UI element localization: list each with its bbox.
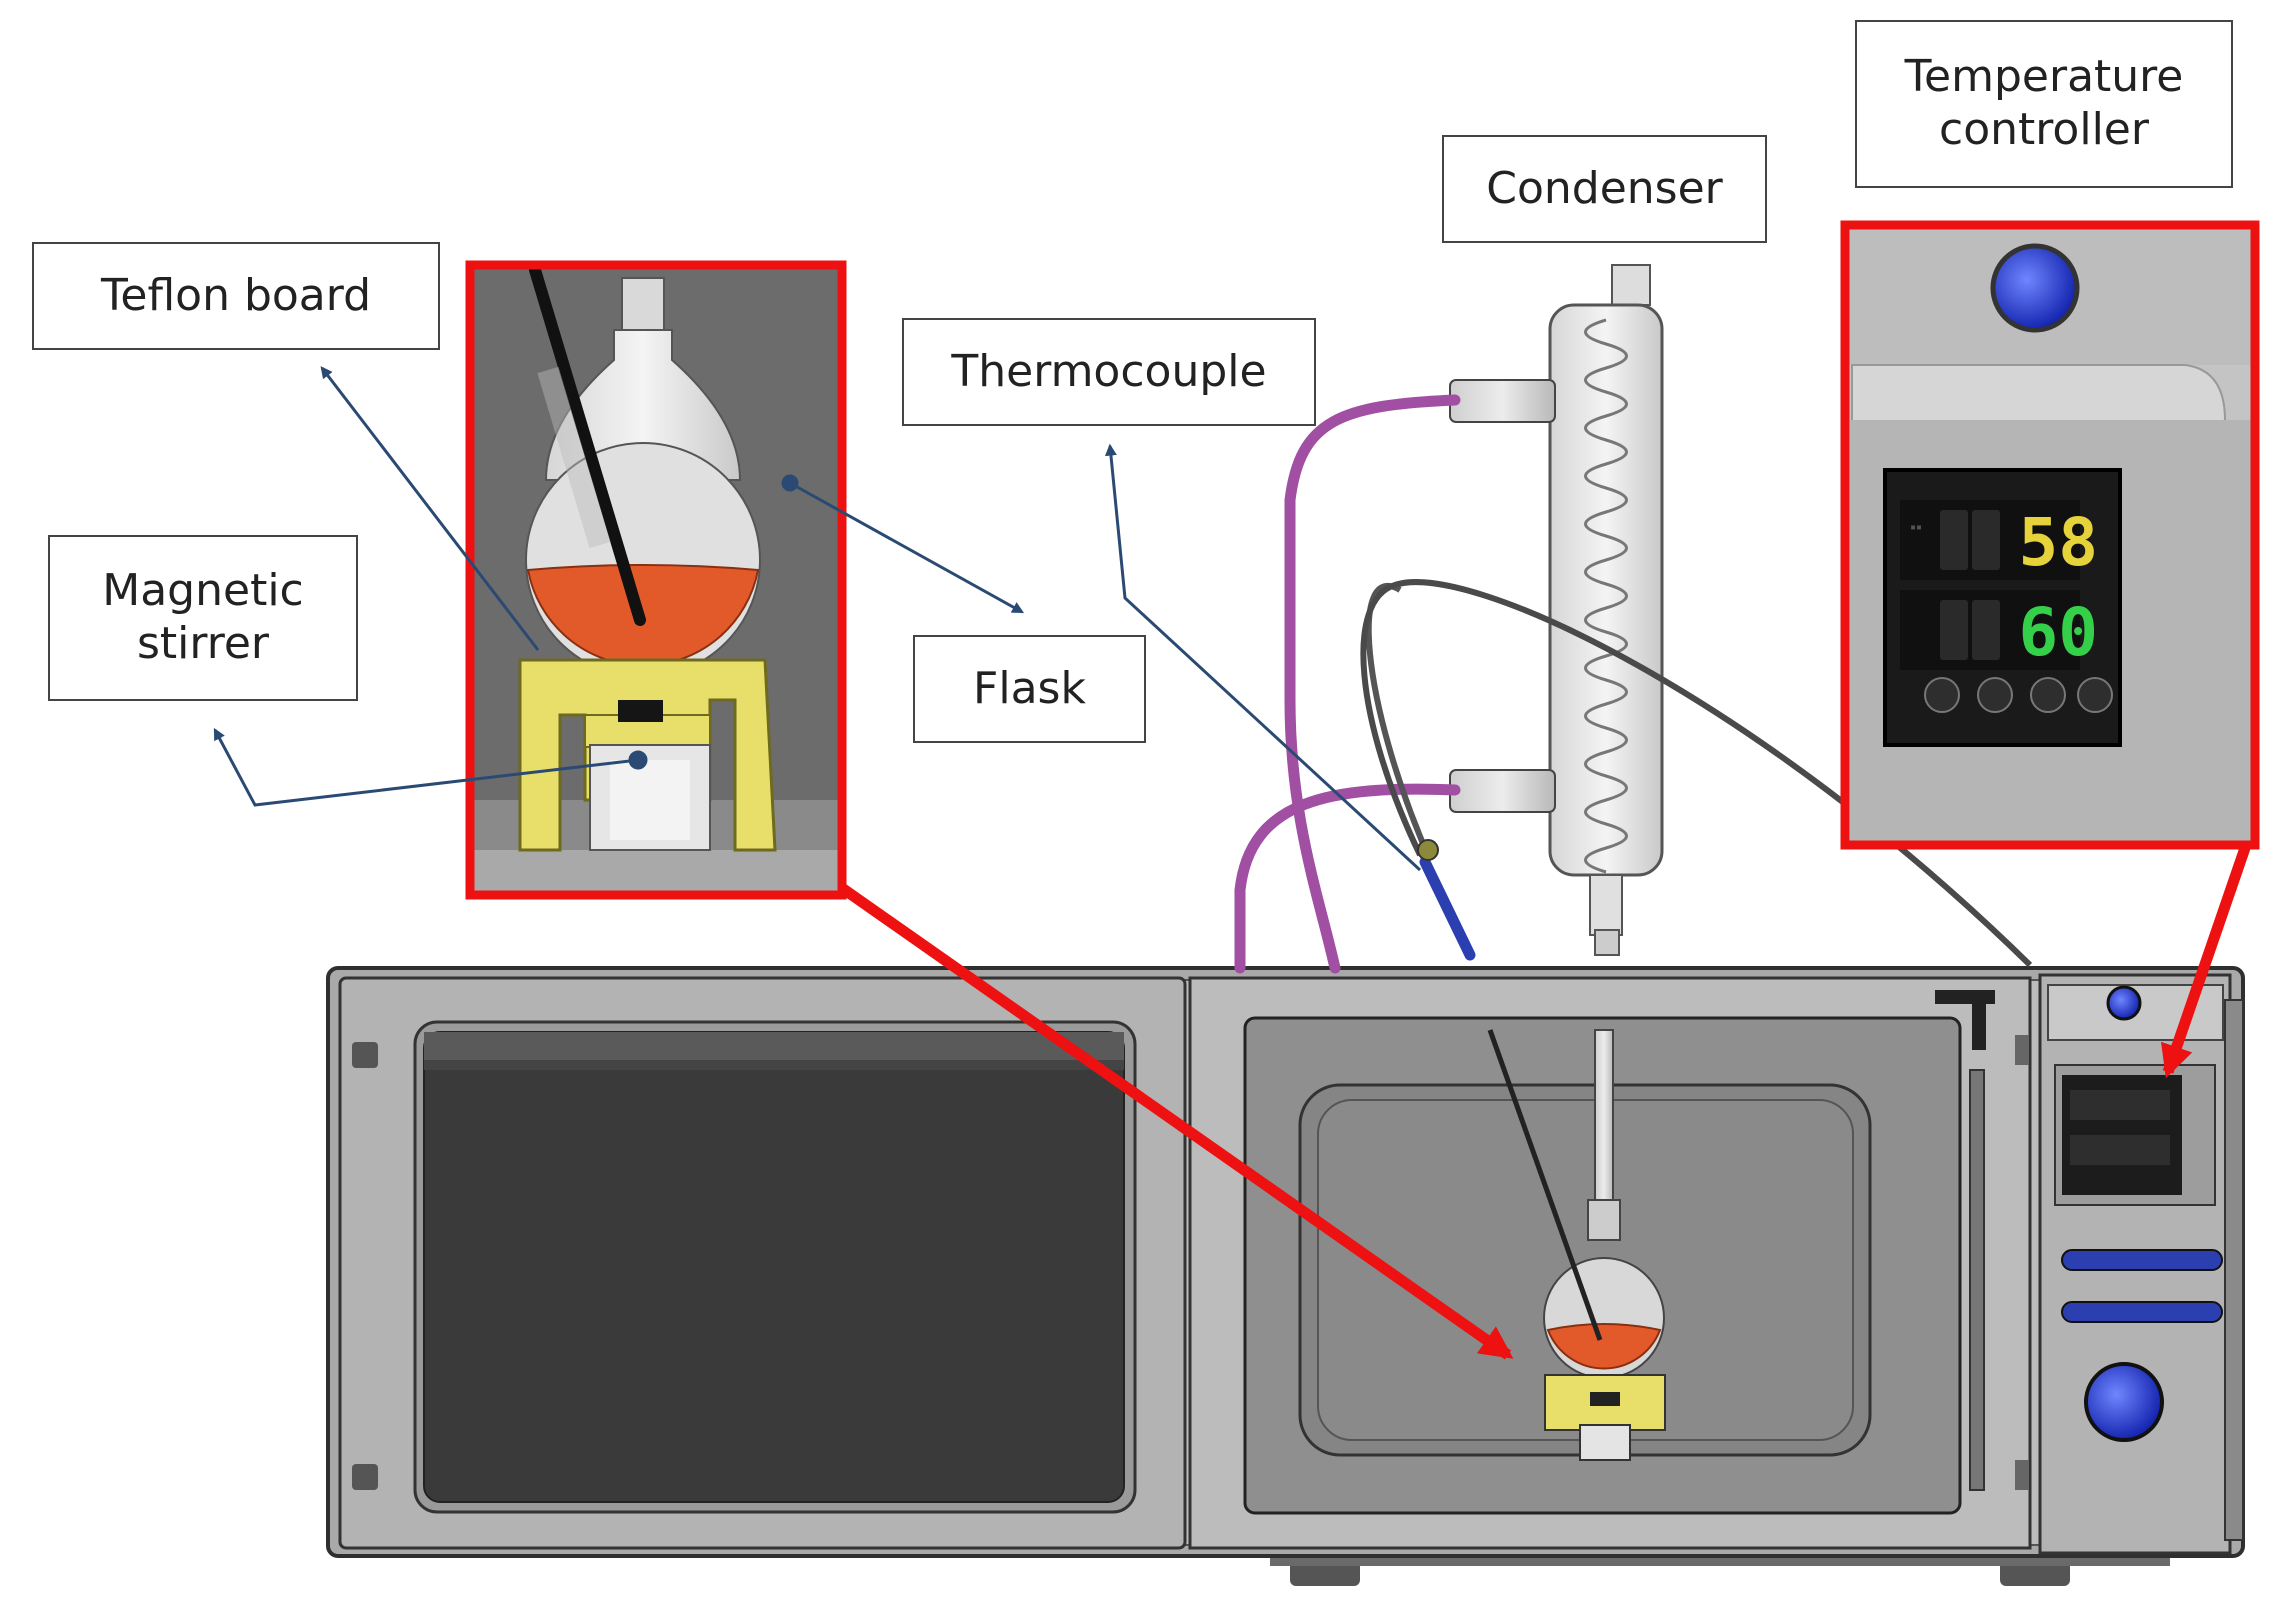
magnetic-stirrer-label: Magnetic stirrer [48, 535, 358, 701]
thermocouple-label: Thermocouple [902, 318, 1316, 426]
oven-control-panel [2038, 973, 2244, 1555]
coolant-tubing [1234, 394, 1461, 974]
magnetic-stirrer-arrow [213, 727, 639, 807]
condenser [1449, 264, 1664, 956]
flask-inset [470, 264, 842, 895]
controller-pv-value: 58 [2019, 504, 2098, 581]
flask-callout-arrow [838, 883, 1514, 1360]
oven-door [338, 976, 1187, 1550]
annotation-arrows [213, 366, 1422, 872]
flask-label: Flask [913, 635, 1146, 743]
thermocouple-assembly [1360, 579, 2033, 968]
panel-main-knob-icon[interactable] [2084, 1362, 2164, 1442]
controller-sv-value: 60 [2019, 594, 2098, 671]
controller-inset-highlight [1840, 220, 2260, 850]
teflon-board-label: Teflon board [32, 242, 440, 350]
flask-arrow [789, 481, 1025, 614]
microwave-oven [326, 966, 2245, 1586]
temperature-controller-label: Temperature controller [1855, 20, 2233, 188]
flask-inset-highlight [465, 260, 847, 900]
flask-in-oven [1487, 1029, 1666, 1461]
highlight-callouts [838, 846, 2251, 1360]
teflon-board-arrow [320, 366, 540, 651]
controller-inset: ▪▪ [1845, 225, 2255, 846]
controller-callout-arrow [2160, 846, 2251, 1079]
thermocouple-arrow [1104, 443, 1422, 872]
svg-text:▪▪: ▪▪ [1910, 522, 1922, 533]
controller-knob-icon[interactable] [1990, 243, 2080, 333]
panel-top-knob-icon[interactable] [2106, 985, 2142, 1021]
condenser-label: Condenser [1442, 135, 1767, 243]
